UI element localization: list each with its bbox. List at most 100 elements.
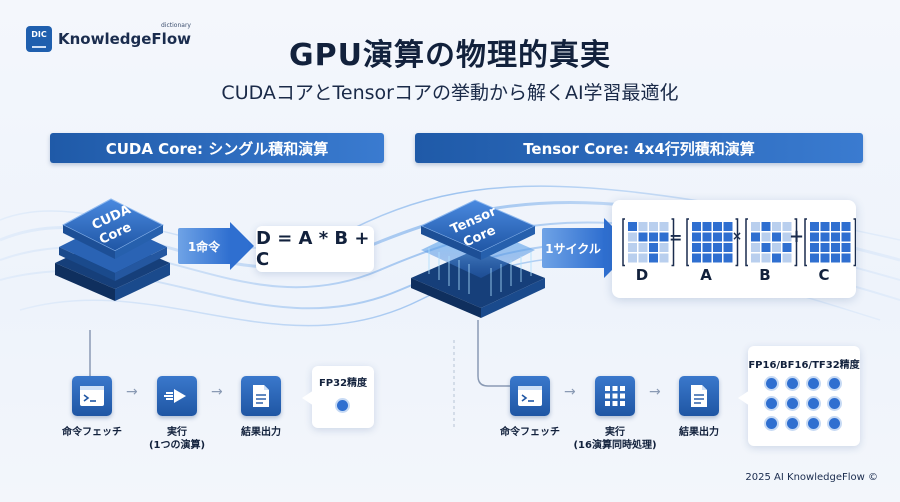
- cuda-step-execute-label: 実行: [167, 427, 187, 438]
- precision-dot-icon: [829, 418, 840, 429]
- matrix-cell: [692, 253, 701, 263]
- execute-arrow-icon: [157, 376, 197, 416]
- matrix-cell: [831, 232, 840, 242]
- matrix-cell: [782, 222, 792, 231]
- grid-icon: [595, 376, 635, 416]
- matrix-cell: [751, 253, 760, 263]
- precision-dot-icon: [808, 378, 819, 389]
- matrix-cell: [761, 253, 771, 263]
- cuda-equation: D = A * B + C: [256, 226, 374, 272]
- matrix-cell: [713, 243, 722, 252]
- document-icon: [241, 376, 281, 416]
- matrix-cell: [692, 232, 701, 242]
- matrix-cell: [820, 253, 830, 263]
- multiply-operator: ×: [732, 229, 743, 243]
- tensor-flow-connector: [477, 320, 516, 387]
- logo: DIC KnowledgeFlow dictionary: [26, 22, 191, 52]
- precision-dot-grid: [766, 378, 846, 438]
- tensor-arrow-label: 1サイクル: [542, 228, 604, 268]
- matrix-cell: [751, 222, 760, 231]
- matrix-cell: [782, 253, 792, 263]
- plus-operator: +: [789, 226, 805, 247]
- tensor-step-execute-label: 実行: [605, 427, 625, 438]
- precision-dot-icon: [808, 398, 819, 409]
- arrow-right-icon: →: [564, 384, 576, 400]
- matrix-cell: [638, 222, 648, 231]
- terminal-icon: [72, 376, 112, 416]
- precision-dot-icon: [787, 378, 798, 389]
- matrix-grid-diagram: [622, 218, 856, 267]
- tensor-core-chip-icon: Tensor Core: [411, 199, 545, 318]
- precision-dot-icon: [766, 378, 777, 389]
- page-title: GPU演算の物理的真実: [289, 38, 611, 73]
- matrix-cell: [692, 243, 701, 252]
- tensor-step-output: 結果出力: [679, 427, 719, 438]
- callout-pointer: [302, 390, 314, 406]
- logo-name-text: KnowledgeFlow: [58, 30, 191, 48]
- matrix-cell: [702, 222, 712, 231]
- precision-dot-icon: [787, 418, 798, 429]
- tensor-step-fetch: 命令フェッチ: [500, 427, 560, 438]
- matrix-cell: [713, 222, 722, 231]
- matrix-cell: [841, 232, 851, 242]
- arrow-head-icon: [230, 222, 254, 270]
- matrix-label-b: B: [759, 266, 771, 284]
- terminal-icon: [510, 376, 550, 416]
- arrow-right-icon: →: [649, 384, 661, 400]
- matrix-cell: [820, 222, 830, 231]
- cuda-step-output: 結果出力: [241, 427, 281, 438]
- arrow-right-icon: →: [211, 384, 223, 400]
- precision-dot-icon: [766, 418, 777, 429]
- dashed-divider: [453, 340, 455, 430]
- logo-badge: DIC: [26, 26, 52, 52]
- matrix-cell: [831, 243, 840, 252]
- tensor-step-execute: 実行 (16演算同時処理): [562, 426, 668, 452]
- matrix-cell: [831, 253, 840, 263]
- matrix-cell: [713, 232, 722, 242]
- matrix-cell: [751, 232, 760, 242]
- cuda-arrow-label: 1命令: [178, 228, 230, 264]
- matrix-cell: [649, 232, 658, 242]
- matrix-cell: [702, 232, 712, 242]
- matrix-cell: [628, 253, 637, 263]
- precision-dot-icon: [808, 418, 819, 429]
- matrix-cell: [659, 232, 669, 242]
- document-icon: [679, 376, 719, 416]
- matrix-cell: [761, 243, 771, 252]
- matrix-cell: [761, 222, 771, 231]
- cuda-instruction-arrow: 1命令: [178, 222, 254, 270]
- matrix-cell: [659, 253, 669, 263]
- matrix-bracket: [622, 218, 675, 267]
- matrix-bracket: [745, 218, 798, 267]
- cuda-section-header: CUDA Core: シングル積和演算: [50, 133, 384, 163]
- cuda-step-execute: 実行 (1つの演算): [137, 426, 217, 452]
- matrix-cell: [723, 253, 733, 263]
- cuda-flow-connector: [89, 330, 91, 382]
- matrix-cell: [649, 222, 658, 231]
- matrix-cell: [702, 253, 712, 263]
- matrix-bracket: [804, 218, 856, 267]
- equals-operator: =: [669, 228, 683, 247]
- matrix-label-d: D: [635, 266, 649, 284]
- matrix-cell: [772, 243, 781, 252]
- precision-dot-icon: [829, 378, 840, 389]
- matrix-cell: [649, 253, 658, 263]
- cuda-core-chip-icon: CUDA Core: [55, 198, 170, 301]
- matrix-cell: [628, 232, 637, 242]
- matrix-label-a: A: [700, 266, 712, 284]
- page-subtitle: CUDAコアとTensorコアの挙動から解くAI学習最適化: [221, 82, 679, 104]
- matrix-cell: [659, 222, 669, 231]
- matrix-cell: [810, 243, 819, 252]
- tensor-precision-callout: [748, 346, 860, 446]
- matrix-label-c: C: [818, 266, 830, 284]
- matrix-cell: [723, 243, 733, 252]
- matrix-cell: [782, 232, 792, 242]
- matrix-cell: [772, 222, 781, 231]
- matrix-bracket: [686, 218, 739, 267]
- precision-dot-icon: [337, 400, 348, 411]
- matrix-cell: [761, 232, 771, 242]
- matrix-cell: [810, 253, 819, 263]
- matrix-cell: [831, 222, 840, 231]
- cuda-step-execute-sub: (1つの演算): [148, 440, 206, 451]
- arrow-right-icon: →: [126, 384, 138, 400]
